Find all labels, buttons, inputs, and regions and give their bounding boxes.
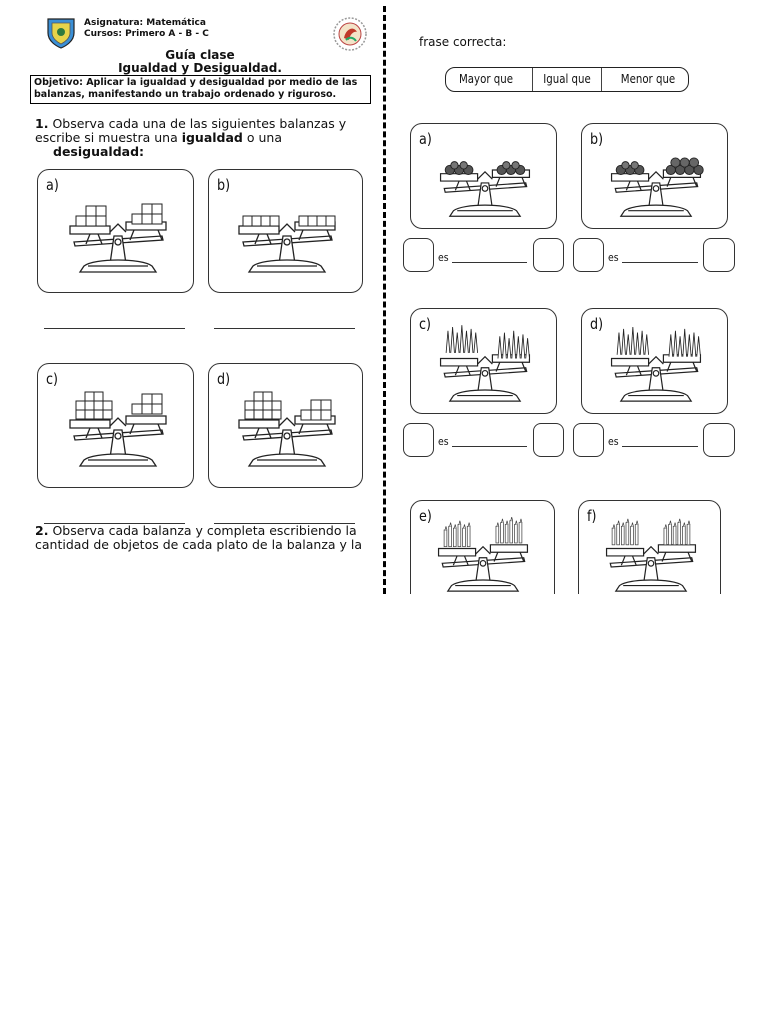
q2-box-b-right[interactable] [703, 238, 735, 272]
panel-label: b) [590, 130, 604, 148]
subject-label: Asignatura: Matemática [84, 18, 206, 28]
q2-answer-line-d[interactable] [622, 446, 698, 447]
q1-answer-line-c[interactable] [44, 523, 185, 524]
question-2: 2. Observa cada balanza y completa escri… [35, 524, 370, 552]
q1-panel-b: b) [208, 169, 363, 293]
q1-panel-a: a) [37, 169, 194, 293]
q1-panel-d: d) [208, 363, 363, 488]
q1-answer-line-b[interactable] [214, 328, 355, 329]
q2-box-a-left[interactable] [403, 238, 434, 272]
question-1: 1. Observa cada una de las siguientes ba… [35, 117, 355, 159]
title-line-1: Guía clase [165, 48, 235, 62]
question-2-text: Observa cada balanza y completa escribie… [35, 523, 363, 552]
panel-label: c) [46, 370, 58, 388]
balance-scale-icon [433, 513, 533, 594]
q2-answer-line-b[interactable] [622, 262, 698, 263]
courses-label: Cursos: Primero A - B - C [84, 29, 209, 39]
panel-label: d) [217, 370, 231, 388]
question-2-continuation: frase correcta: [419, 35, 507, 49]
title-line-2: Igualdad y Desigualdad. [118, 61, 282, 75]
balance-scale-icon [233, 192, 341, 278]
q2-box-d-right[interactable] [703, 423, 735, 457]
question-1-number: 1. [35, 116, 49, 131]
balance-scale-icon [435, 142, 535, 222]
q1-answer-line-a[interactable] [44, 328, 185, 329]
q2-panel-c: c) [410, 308, 557, 414]
question-2-number: 2. [35, 523, 49, 538]
q2-panel-e: e) [410, 500, 555, 594]
q2-panel-f: f) [578, 500, 721, 594]
balance-scale-icon [64, 192, 172, 278]
q2-box-c-right[interactable] [533, 423, 564, 457]
question-1-text-b: o una [242, 130, 282, 145]
column-divider [383, 6, 386, 594]
q1-panel-c: c) [37, 363, 194, 488]
panel-label: a) [46, 176, 59, 194]
es-label: es [438, 435, 449, 448]
panel-label: e) [419, 507, 432, 525]
q2-panel-f-clip: f) [578, 500, 723, 594]
q2-panel-a: a) [410, 123, 557, 229]
q2-panel-d: d) [581, 308, 728, 414]
balance-scale-icon [606, 323, 706, 407]
panel-label: a) [419, 130, 432, 148]
school-shield-logo [46, 17, 76, 49]
q1-answer-line-d[interactable] [214, 523, 355, 524]
q2-box-d-left[interactable] [573, 423, 604, 457]
q2-box-b-left[interactable] [573, 238, 604, 272]
q2-answer-line-c[interactable] [452, 446, 527, 447]
balance-scale-icon [435, 323, 535, 407]
es-label: es [608, 435, 619, 448]
balance-scale-icon [233, 386, 341, 472]
objective-box: Objetivo: Aplicar la igualdad y desigual… [30, 75, 371, 104]
school-seal-logo [332, 16, 368, 52]
choice-mayor-que[interactable]: Mayor que [458, 72, 513, 86]
balance-scale-icon [606, 142, 706, 222]
balance-scale-icon [601, 513, 701, 594]
q2-panel-b: b) [581, 123, 728, 229]
panel-label: d) [590, 315, 604, 333]
question-1-bold-1: igualdad [181, 130, 243, 145]
question-1-text: Observa cada una de las siguientes balan… [35, 116, 347, 145]
q2-box-a-right[interactable] [533, 238, 564, 272]
q2-answer-line-a[interactable] [452, 262, 527, 263]
choice-igual-que[interactable]: Igual que [532, 68, 602, 91]
panel-label: f) [587, 507, 597, 525]
q2-box-c-left[interactable] [403, 423, 434, 457]
balance-scale-icon [64, 386, 172, 472]
question-1-bold-2: desigualdad: [53, 144, 145, 159]
phrase-choice-bar: Mayor que Igual que Menor que [445, 67, 689, 92]
panel-label: c) [419, 315, 431, 333]
es-label: es [438, 251, 449, 264]
choice-menor-que[interactable]: Menor que [620, 72, 676, 86]
es-label: es [608, 251, 619, 264]
q2-panel-e-clip: e) [410, 500, 557, 594]
panel-label: b) [217, 176, 231, 194]
